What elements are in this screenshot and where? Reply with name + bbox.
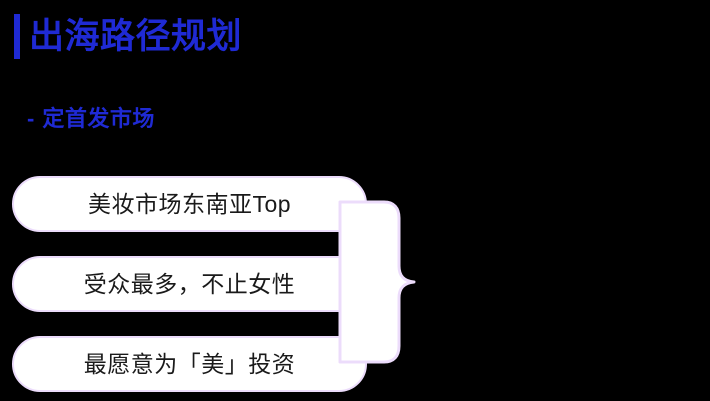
section-subtitle: - 定首发市场 [27, 108, 155, 130]
dash-icon: - [27, 106, 35, 131]
list-item[interactable]: 最愿意为「美」投资 [12, 336, 367, 392]
title-accent-bar-icon [14, 13, 20, 59]
page-title: 出海路径规划 [14, 12, 242, 60]
list-item[interactable]: 受众最多，不止女性 [12, 256, 367, 312]
grouping-brace-icon [338, 198, 440, 366]
list-item[interactable]: 美妆市场东南亚Top [12, 176, 367, 232]
section-subtitle-label: 定首发市场 [42, 106, 155, 131]
list-item-label: 受众最多，不止女性 [83, 270, 296, 297]
list-item-label: 美妆市场东南亚Top [87, 190, 292, 217]
page-title-label: 出海路径规划 [29, 16, 243, 56]
list-item-label: 最愿意为「美」投资 [83, 350, 296, 377]
